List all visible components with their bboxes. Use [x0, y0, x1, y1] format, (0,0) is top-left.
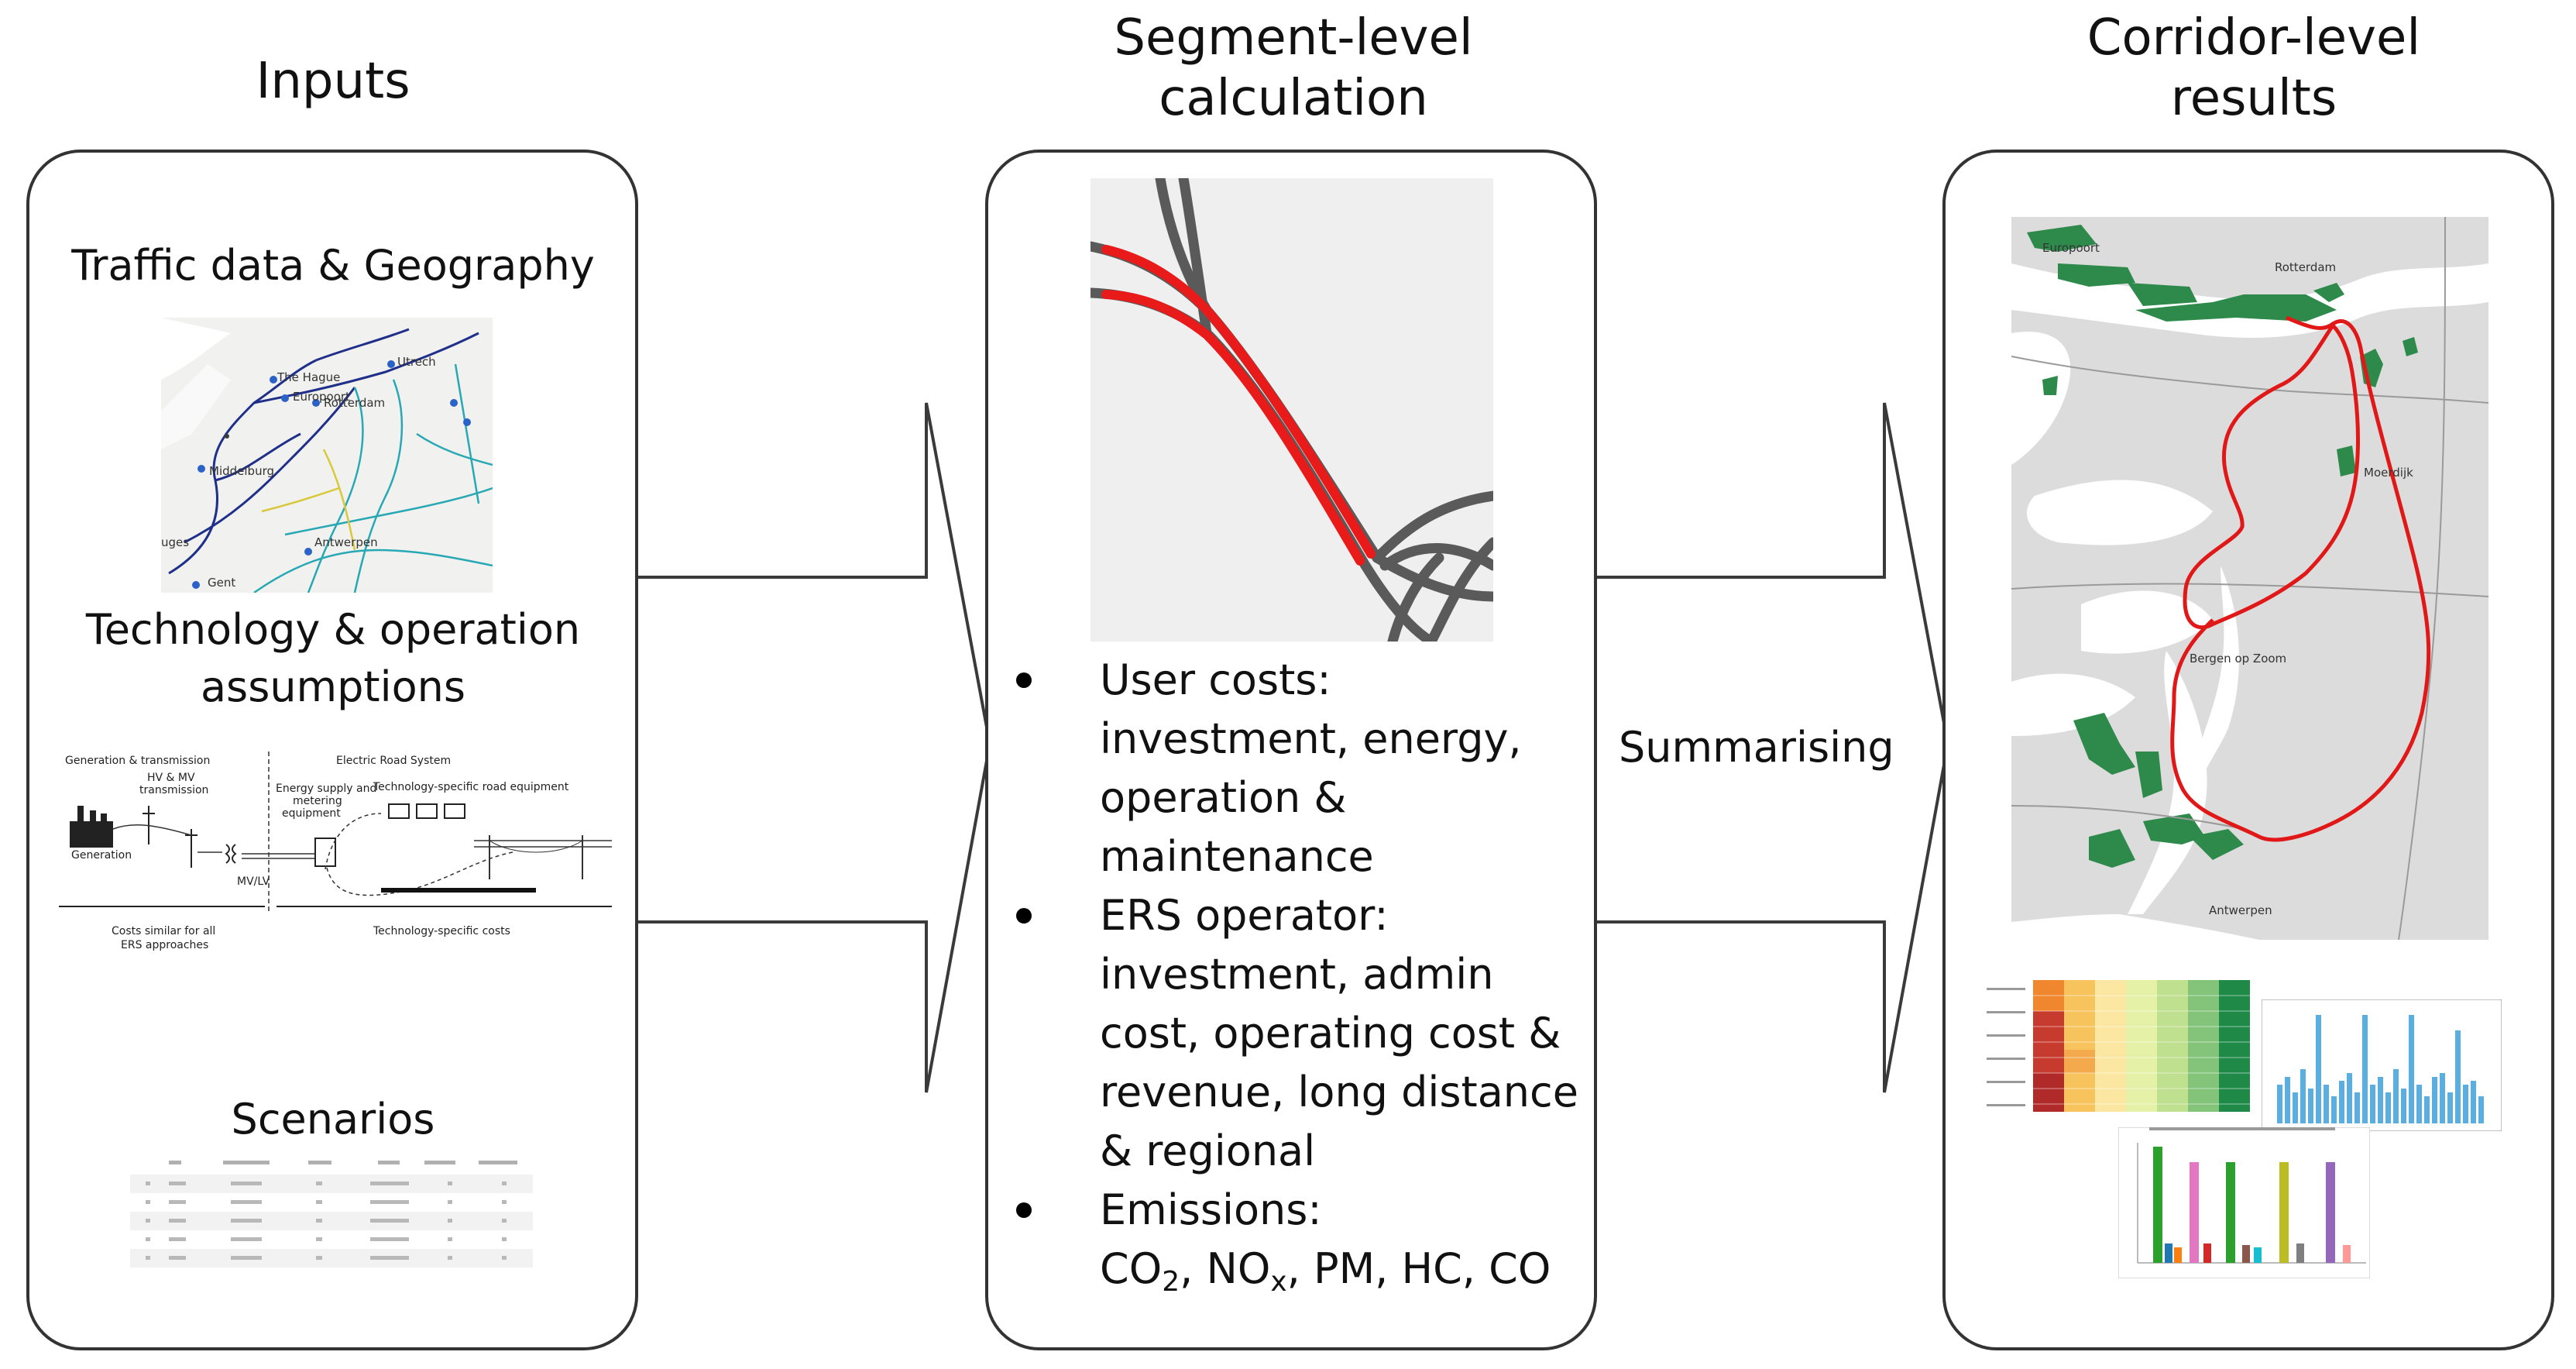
inputs-heading: Inputs [178, 51, 488, 112]
bullet-line: cost, operating cost & [1100, 1009, 1561, 1058]
results-heatmap [1987, 980, 2250, 1112]
results-bar-chart-colored [2118, 1127, 2370, 1278]
city-label-utrecht: Utrech [397, 355, 436, 369]
ers-label-electric-road-system: Electric Road System [336, 755, 451, 767]
ers-schematic: Generation & transmission HV & MV transm… [59, 752, 612, 951]
segment-map [1091, 178, 1493, 642]
segment-heading: Segment-level calculation [1007, 8, 1580, 129]
ers-label-tech-specific-costs: Technology-specific costs [373, 925, 510, 937]
city-label-middelburg: Middelburg [209, 464, 274, 478]
city-label-gent: Gent [208, 576, 235, 590]
summarising-label-text: Summarising [1619, 723, 1894, 772]
ers-label-generation: Generation [71, 849, 132, 862]
city-label-antwerpen: Antwerpen [314, 535, 378, 549]
emission-nox: , NO [1180, 1244, 1271, 1293]
ers-label-hv-mv-2: transmission [139, 784, 208, 796]
results-bar-chart-blue [2262, 999, 2502, 1131]
bullet-line: maintenance [1100, 832, 1374, 881]
bullet-dot [1016, 672, 1032, 688]
bullet-line: User costs: [1100, 655, 1331, 704]
city-label-rotterdam: Rotterdam [324, 396, 385, 410]
bullet-ers-operator: ERS operator: investment, admin cost, op… [999, 886, 1603, 1181]
corridor-heading-line2: results [2170, 70, 2337, 127]
scenarios-title-text: Scenarios [231, 1095, 435, 1144]
city-label-the-hague: The Hague [276, 370, 340, 384]
bullet-line: investment, energy, [1100, 714, 1522, 763]
emission-co2: CO [1100, 1244, 1163, 1293]
emissions-list: CO2, NOx, PM, HC, CO [1100, 1240, 1603, 1312]
scenarios-table [130, 1161, 533, 1268]
ers-label-costs-similar-1: Costs similar for all [112, 925, 215, 937]
city-label-europoort: Europoort [293, 390, 350, 404]
city-label-brugge: uges [161, 535, 189, 549]
technology-title-line2: assumptions [200, 662, 466, 711]
ers-label-energy-supply-1: Energy supply and [276, 783, 376, 795]
corridor-heading: Corridor-level results [1967, 8, 2540, 129]
traffic-data-title-text: Traffic data & Geography [71, 241, 595, 290]
corridor-label-europoort: Europoort [2042, 241, 2100, 255]
bullet-line: Emissions: [1100, 1185, 1322, 1234]
bullet-user-costs: User costs: investment, energy, operatio… [999, 651, 1603, 886]
ers-label-mv-lv: MV/LV [237, 875, 270, 888]
bullet-line: investment, admin [1100, 950, 1494, 999]
technology-title-line1: Technology & operation [85, 605, 581, 654]
scenarios-title: Scenarios [46, 1091, 620, 1148]
bullet-line: ERS operator: [1100, 891, 1389, 940]
corridor-map: Europoort Rotterdam Moerdijk Bergen op Z… [2011, 217, 2488, 940]
ers-label-costs-similar-2: ERS approaches [121, 939, 208, 951]
summarising-label: Summarising [1619, 721, 1929, 775]
corridor-label-antwerpen: Antwerpen [2209, 903, 2272, 917]
ers-label-tech-specific-equipment: Technology-specific road equipment [373, 781, 569, 793]
bullet-line: revenue, long distance [1100, 1068, 1578, 1116]
ers-label-energy-supply-2: metering [293, 795, 342, 807]
scenarios-table-rows [130, 1175, 533, 1268]
ers-label-energy-supply-3: equipment [282, 807, 341, 820]
ers-label-generation-transmission: Generation & transmission [65, 755, 210, 767]
corridor-label-moerdijk: Moerdijk [2364, 466, 2413, 480]
segment-heading-line2: calculation [1159, 70, 1428, 127]
emission-rest: , PM, HC, CO [1286, 1244, 1551, 1293]
segment-heading-line1: Segment-level [1114, 9, 1473, 67]
heatmap-cells [2033, 980, 2250, 1112]
corridor-label-rotterdam: Rotterdam [2275, 260, 2336, 274]
bullet-emissions: Emissions: CO2, NOx, PM, HC, CO [999, 1181, 1603, 1312]
traffic-data-title: Traffic data & Geography [46, 237, 620, 294]
traffic-map: The Hague Europoort Rotterdam Utrech Mid… [161, 318, 493, 593]
emission-nox-subscript: x [1270, 1266, 1287, 1298]
segment-bullets: User costs: investment, energy, operatio… [999, 651, 1603, 1312]
emission-co2-subscript: 2 [1162, 1266, 1180, 1298]
inputs-heading-text: Inputs [256, 53, 410, 110]
bullet-line: & regional [1100, 1127, 1316, 1175]
corridor-label-bergen-op-zoom: Bergen op Zoom [2190, 652, 2286, 666]
bullet-line: operation & [1100, 773, 1347, 822]
arrow-inputs-to-segment [634, 402, 992, 1093]
bullet-dot [1016, 908, 1032, 924]
ers-label-hv-mv-1: HV & MV [147, 772, 195, 784]
corridor-heading-line1: Corridor-level [2087, 9, 2421, 67]
bullet-dot [1016, 1202, 1032, 1218]
technology-title: Technology & operation assumptions [46, 601, 620, 716]
